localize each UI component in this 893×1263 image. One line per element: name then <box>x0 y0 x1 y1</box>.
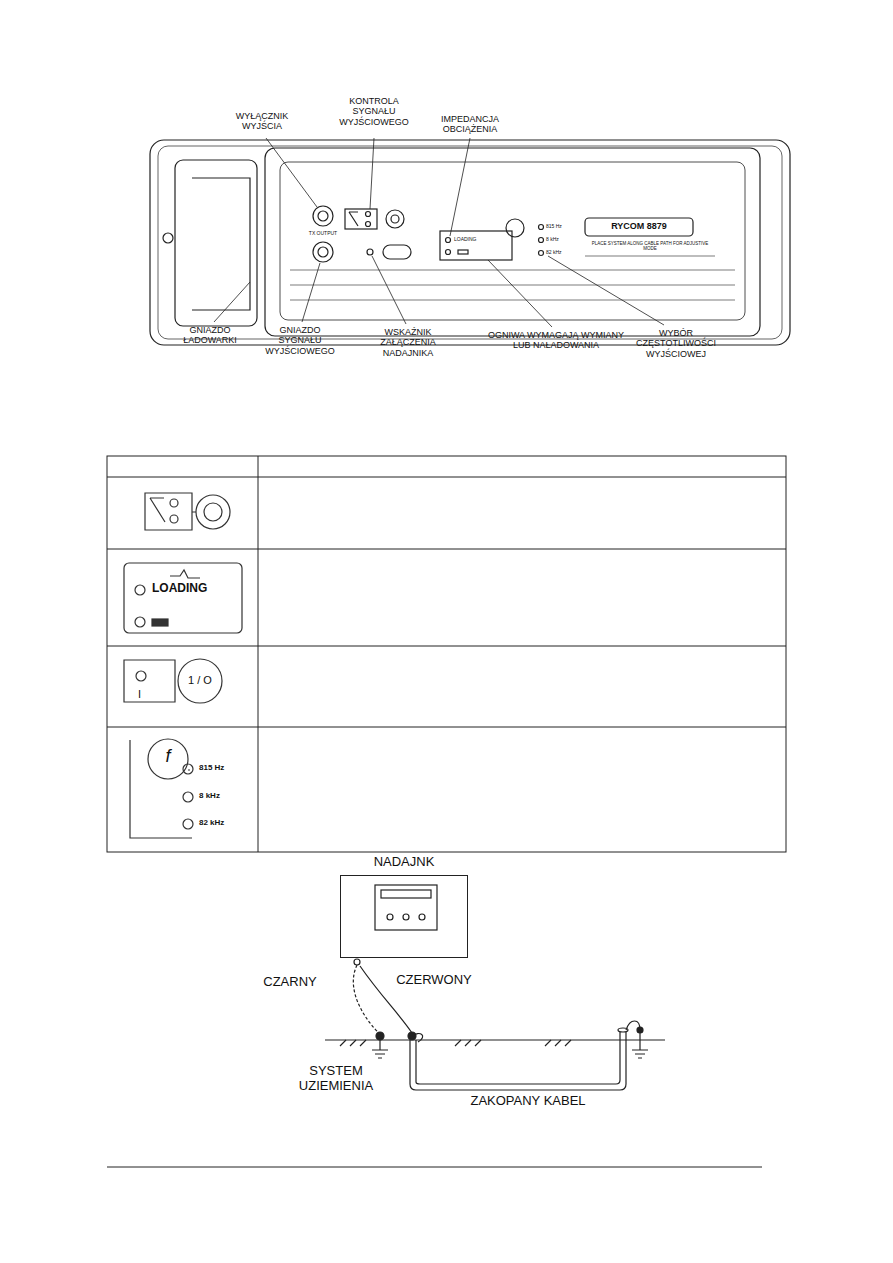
output-switch <box>313 206 333 226</box>
footer-rule <box>107 1167 762 1168</box>
callout-label: GNIAZDO ŁADOWARKI <box>170 325 250 346</box>
frequency-knob <box>506 219 524 237</box>
icon-marking: 82 kHz <box>199 818 249 827</box>
buried-cable <box>410 1032 626 1090</box>
callout-label: OGNIWA WYMAGAJĄ WYMIANY LUB NAŁADOWANIA <box>481 330 631 351</box>
signal-control <box>345 209 377 229</box>
diagram-label: ZAKOPANY KABEL <box>438 1094 618 1109</box>
ground-surface <box>325 1039 665 1040</box>
callout-label: WYBÓR CZĘSTOTLIWOŚCI WYJŚCIOWEJ <box>624 328 728 359</box>
power-led <box>367 249 373 255</box>
icon-marking: 815 Hz <box>199 763 249 772</box>
callout-label: WSKAŹNIK ZAŁĄCZENIA NADAJNIKA <box>366 327 450 358</box>
diagram-label: SYSTEM UZIEMIENIA <box>291 1064 381 1094</box>
output-socket <box>313 242 333 262</box>
icon-marking: LOADING <box>152 582 232 596</box>
callout-label: IMPEDANCJA OBCIĄŻENIA <box>420 114 520 135</box>
callout-label: KONTROLA SYGNAŁU WYJŚCIOWEGO <box>332 96 416 127</box>
panel-marking: 82 kHz <box>546 250 576 256</box>
table-grid <box>107 456 786 852</box>
front-panel <box>265 148 760 336</box>
icon-marking: f <box>158 746 178 767</box>
panel-marking: TX OUTPUT <box>303 231 343 237</box>
icon-marking: I <box>138 688 150 701</box>
callout-label: GNIAZDO SYGNAŁU WYJŚCIOWEGO <box>261 325 339 356</box>
loading-panel <box>440 231 512 260</box>
node-heading: NADAJNK <box>374 854 435 869</box>
leader-lines <box>214 138 664 327</box>
callout-label: WYŁĄCZNIK WYJŚCIA <box>223 111 301 132</box>
icon-marking: 8 kHz <box>199 791 249 800</box>
housing-outline <box>150 140 790 345</box>
panel-marking: RYCOM 8879 <box>587 221 691 231</box>
panel-marking: LOADING <box>454 237 504 243</box>
transmitter-box: NADAJNK <box>340 875 468 958</box>
ground-symbol <box>372 1040 388 1058</box>
transmitter-display <box>375 885 437 930</box>
icon-marking: 1 / O <box>180 674 220 687</box>
panel-marking: 815 Hz <box>546 224 576 230</box>
diagram-label: CZERWONY <box>379 973 489 988</box>
panel-marking: 8 kHz <box>546 237 576 243</box>
diagram-label: CZARNY <box>245 975 335 990</box>
output-terminal <box>354 959 360 965</box>
panel-marking: PLACE SYSTEM ALONG CABLE PATH FOR ADJUST… <box>590 241 710 251</box>
logo-box <box>585 218 693 236</box>
charger-compartment <box>175 160 257 326</box>
